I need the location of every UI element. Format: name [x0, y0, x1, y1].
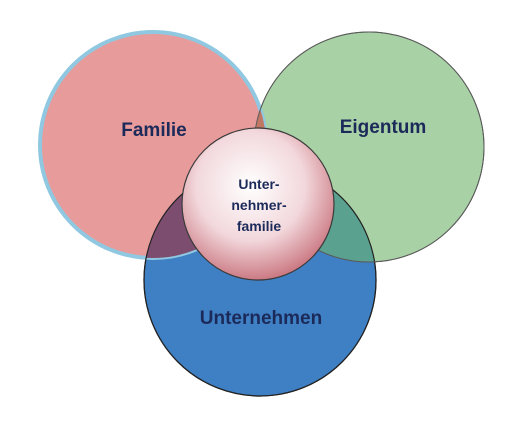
label-familie: Familie	[121, 120, 186, 141]
center-label-line-2: nehmer-	[231, 197, 287, 213]
label-eigentum: Eigentum	[340, 117, 427, 138]
center-circle	[181, 127, 335, 281]
center-label-line-1: Unter-	[238, 176, 280, 192]
center-label-line-3: familie	[237, 218, 282, 234]
label-unternehmen: Unternehmen	[200, 308, 322, 329]
